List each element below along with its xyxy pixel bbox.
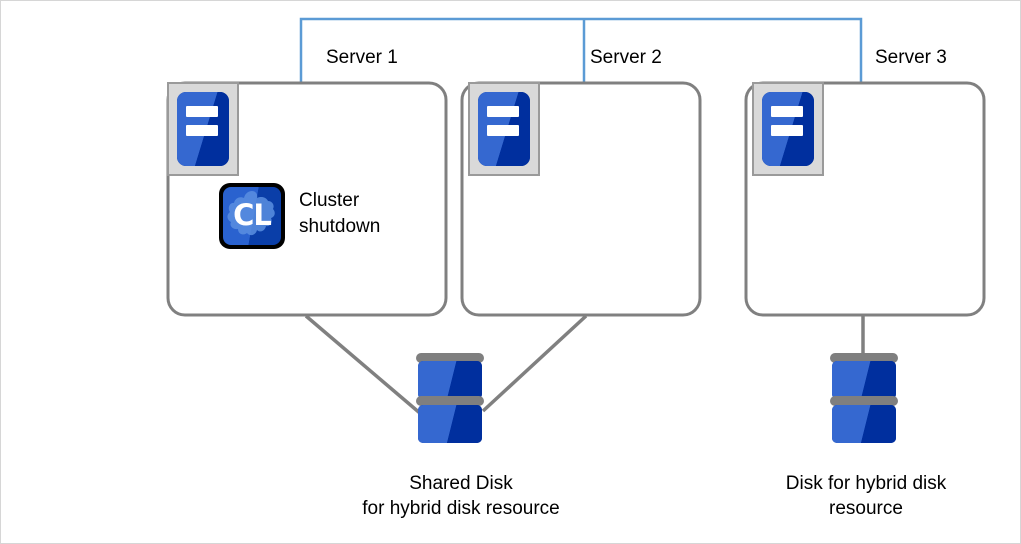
disk-platter xyxy=(830,396,898,406)
server-chassis xyxy=(762,92,814,166)
server-icon-1 xyxy=(167,82,239,176)
connector-server2-shared-disk xyxy=(481,314,588,413)
local-disk-icon xyxy=(830,353,898,449)
server-chassis xyxy=(478,92,530,166)
server-slot-bar xyxy=(771,125,803,136)
server-label-2: Server 2 xyxy=(590,47,662,68)
disk-platter xyxy=(416,396,484,406)
server-slot-bar xyxy=(487,106,519,117)
shared-disk-icon xyxy=(416,353,484,449)
network-interconnect xyxy=(299,17,863,83)
cluster-splat-shape xyxy=(227,191,275,236)
local-disk-label: Disk for hybrid disk resource xyxy=(785,473,947,519)
connector-server1-shared-disk xyxy=(304,314,423,416)
server-icon-2 xyxy=(468,82,540,176)
server-slot-bar xyxy=(186,125,218,136)
cluster-icon-face: CL xyxy=(223,187,281,245)
cluster-shutdown-label: Cluster shutdown xyxy=(299,190,381,237)
server-chassis xyxy=(177,92,229,166)
server-label-1: Server 1 xyxy=(326,47,398,68)
disk-platter xyxy=(416,353,484,363)
disk-platter xyxy=(830,353,898,363)
server-slot-bar xyxy=(186,106,218,117)
disk-body xyxy=(418,361,482,399)
disk-body xyxy=(832,361,896,399)
server-slot-bar xyxy=(771,106,803,117)
disk-connectors xyxy=(304,314,865,416)
server-label-3: Server 3 xyxy=(875,47,947,68)
server-icon-3 xyxy=(752,82,824,176)
server-slot-bar xyxy=(487,125,519,136)
cluster-icon-text: CL xyxy=(233,198,272,232)
disk-body xyxy=(832,405,896,443)
disk-body xyxy=(418,405,482,443)
cluster-icon: CL xyxy=(219,183,285,249)
shared-disk-label: Shared Disk for hybrid disk resource xyxy=(362,473,560,519)
